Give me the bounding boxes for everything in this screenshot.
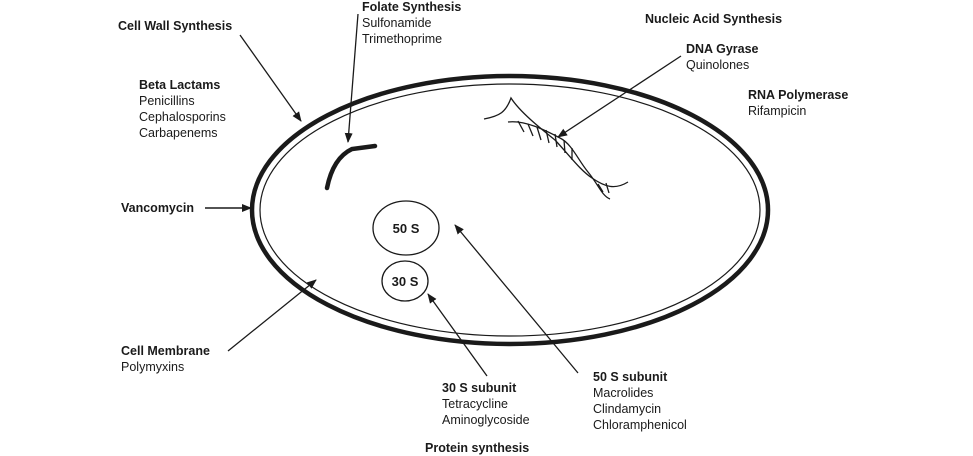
ribosome-30s-label: 30 S <box>392 274 419 289</box>
label-30s-subunit: 30 S subunit Tetracycline Aminoglycoside <box>442 380 530 428</box>
label-50s-subunit: 50 S subunit Macrolides Clindamycin Chlo… <box>593 369 687 433</box>
arrow-folate <box>344 13 359 143</box>
arrow-50s-subunit <box>454 224 579 374</box>
arrow-30s-subunit <box>427 293 488 377</box>
cell-wall <box>249 73 771 347</box>
cell-membrane-drug-item: Polymyxins <box>121 360 185 374</box>
label-vancomycin: Vancomycin <box>121 200 194 216</box>
label-beta-lactams: Beta Lactams Penicillins Cephalosporins … <box>139 77 226 141</box>
subunit-30s-title: 30 S subunit <box>442 381 517 395</box>
subunit-30s-drug-item: Aminoglycoside <box>442 413 530 427</box>
dna-helix <box>483 96 629 200</box>
subunit-50s-drug-item: Clindamycin <box>593 402 662 416</box>
folate-pathway-mark <box>324 143 378 191</box>
arrow-dna-gyrase <box>557 55 682 138</box>
beta-lactam-drug-item: Penicillins <box>139 94 195 108</box>
ribosome-30s <box>381 260 429 302</box>
cell-wall-synthesis-title: Cell Wall Synthesis <box>118 19 233 33</box>
beta-lactam-drug-item: Cephalosporins <box>139 110 226 124</box>
label-protein-synthesis: Protein synthesis <box>425 440 529 456</box>
arrow-cell-wall <box>239 34 302 122</box>
cell-membrane-title: Cell Membrane <box>121 344 210 358</box>
label-dna-gyrase: DNA Gyrase Quinolones <box>686 41 759 73</box>
protein-synthesis-title: Protein synthesis <box>425 441 530 455</box>
rna-polymerase-drug-item: Rifampicin <box>748 104 807 118</box>
ribosome-50s <box>372 200 440 256</box>
vancomycin-title: Vancomycin <box>121 201 194 215</box>
cell-membrane <box>259 83 761 337</box>
label-cell-wall-synthesis: Cell Wall Synthesis <box>118 18 232 34</box>
folate-synthesis-title: Folate Synthesis <box>362 0 462 14</box>
label-nucleic-acid-synthesis: Nucleic Acid Synthesis <box>645 11 782 27</box>
subunit-50s-drug-item: Macrolides <box>593 386 654 400</box>
label-folate-synthesis: Folate Synthesis Sulfonamide Trimethopri… <box>362 0 461 47</box>
beta-lactams-title: Beta Lactams <box>139 78 221 92</box>
label-rna-polymerase: RNA Polymerase Rifampicin <box>748 87 848 119</box>
subunit-50s-title: 50 S subunit <box>593 370 668 384</box>
dna-gyrase-title: DNA Gyrase <box>686 42 759 56</box>
folate-drug-item: Trimethoprime <box>362 32 443 46</box>
subunit-50s-drug-item: Chloramphenicol <box>593 418 687 432</box>
label-cell-membrane: Cell Membrane Polymyxins <box>121 343 210 375</box>
subunit-30s-drug-item: Tetracycline <box>442 397 508 411</box>
arrow-cell-membrane <box>227 279 317 352</box>
ribosome-50s-label: 50 S <box>393 221 420 236</box>
rna-polymerase-title: RNA Polymerase <box>748 88 849 102</box>
beta-lactam-drug-item: Carbapenems <box>139 126 218 140</box>
dna-gyrase-drug-item: Quinolones <box>686 58 750 72</box>
nucleic-acid-synthesis-title: Nucleic Acid Synthesis <box>645 12 783 26</box>
folate-drug-item: Sulfonamide <box>362 16 432 30</box>
